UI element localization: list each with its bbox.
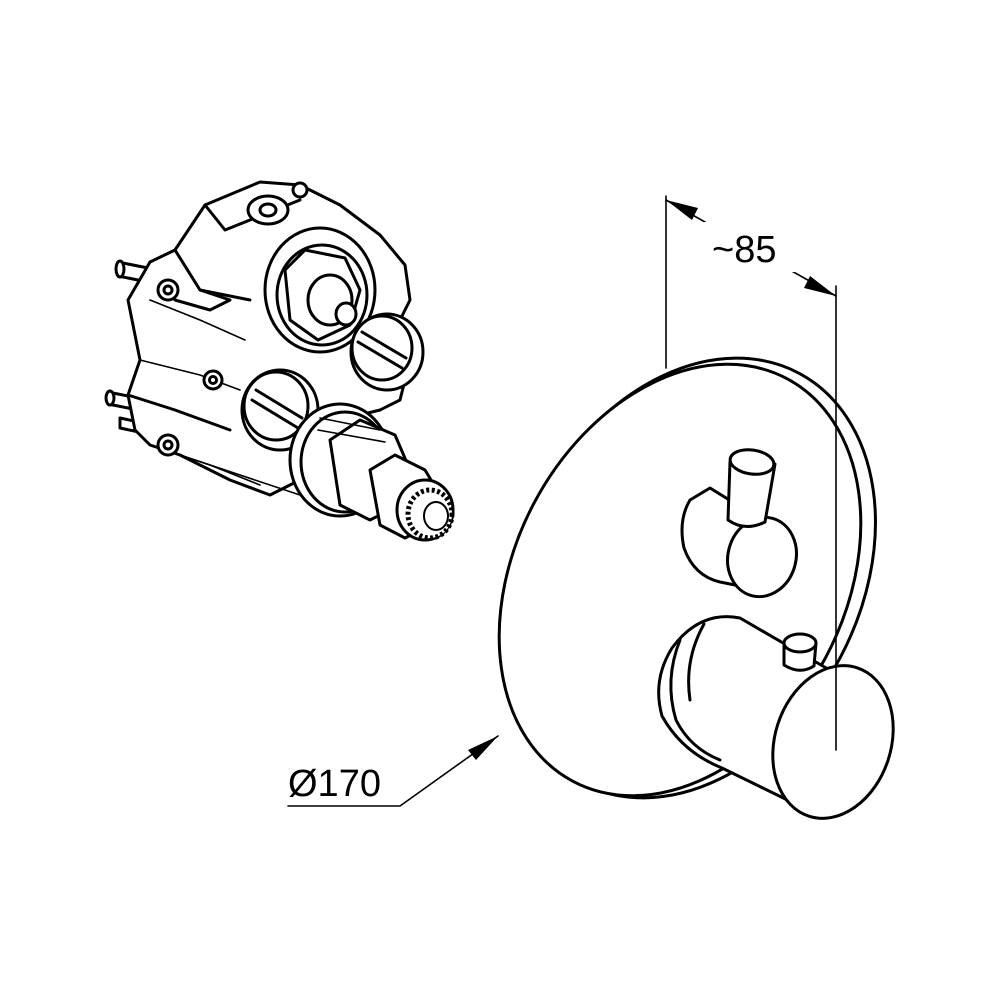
thermostat-cartridge <box>288 402 455 542</box>
handle-end-face <box>771 664 895 820</box>
upper-stop-plug <box>349 312 425 392</box>
trim-assembly <box>497 356 895 820</box>
projection-dimension-label: ~85 <box>712 229 776 271</box>
concealed-valve-body <box>104 180 455 542</box>
dimension-diameter: Ø170 <box>287 735 499 807</box>
arrow-head-left <box>666 200 698 220</box>
upper-outlet <box>263 226 377 354</box>
thermostat-handle <box>657 615 895 820</box>
dimension-projection: ~85 <box>665 195 837 751</box>
diverter-handle <box>680 448 798 599</box>
arrow-head-right <box>804 276 836 296</box>
diameter-dimension-label: Ø170 <box>288 763 381 805</box>
diameter-arrow-head <box>468 736 498 760</box>
